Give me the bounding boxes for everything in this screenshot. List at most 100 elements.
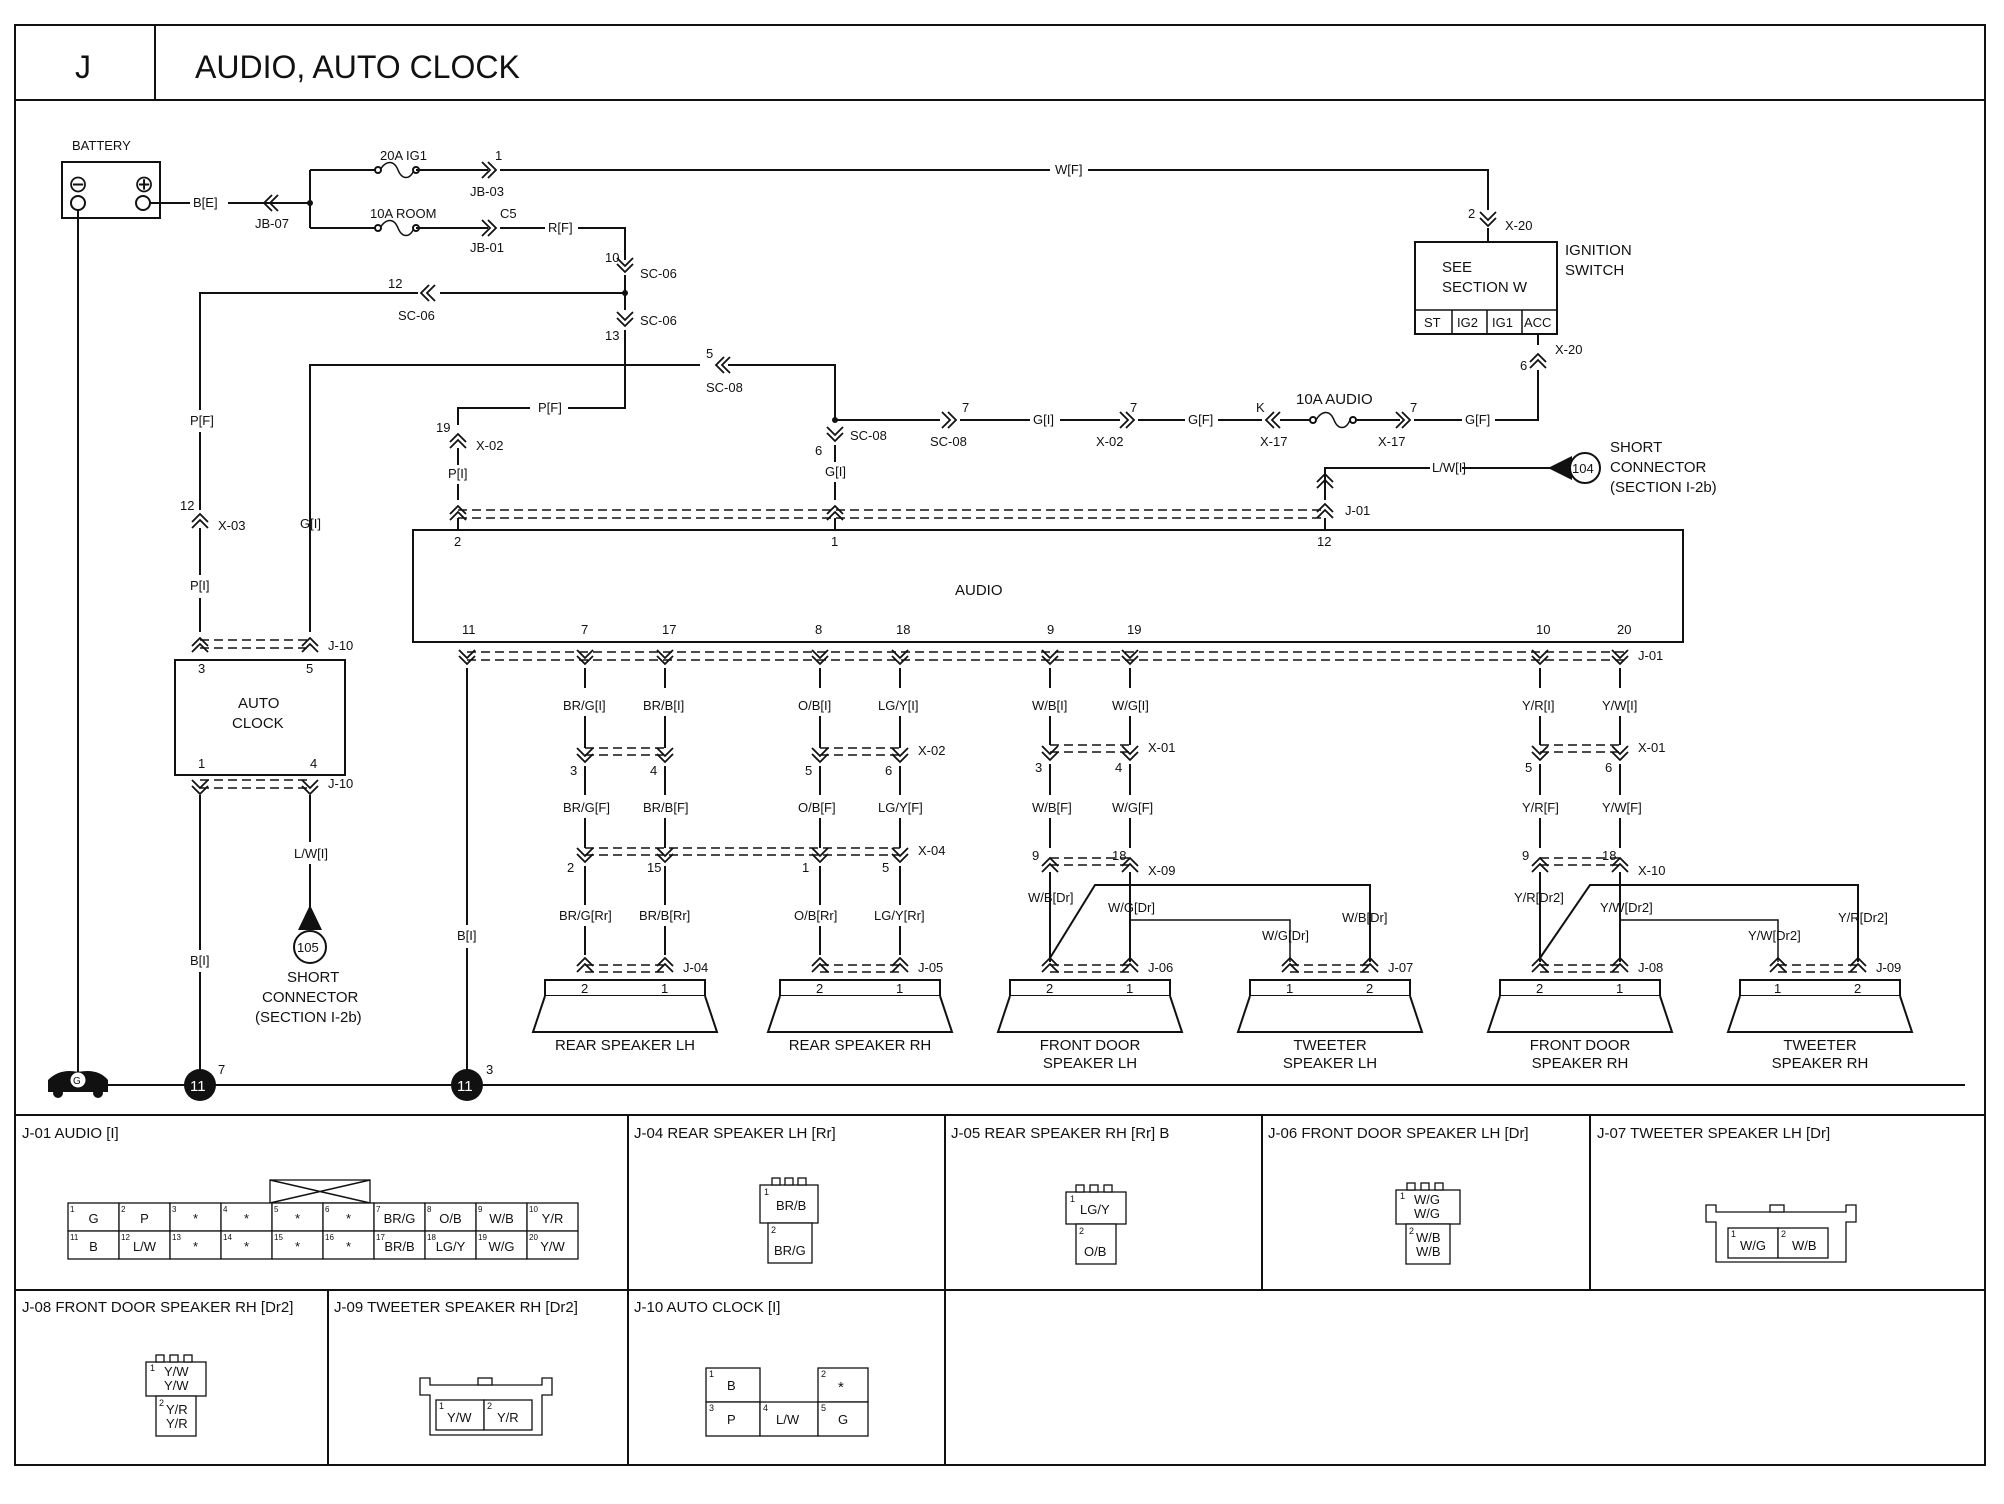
svg-text:2: 2 (1079, 1226, 1084, 1236)
wire-rf: R[F] (548, 220, 573, 235)
svg-text:11: 11 (457, 1078, 473, 1095)
svg-text:20: 20 (1617, 622, 1631, 637)
svg-text:Y/W[Dr2]: Y/W[Dr2] (1748, 928, 1801, 943)
svg-text:4: 4 (1115, 760, 1122, 775)
svg-text:SWITCH: SWITCH (1565, 262, 1624, 279)
svg-text:CONNECTOR: CONNECTOR (262, 989, 359, 1006)
svg-text:16: 16 (325, 1233, 334, 1242)
svg-text:20: 20 (529, 1233, 538, 1242)
svg-text:B: B (727, 1378, 736, 1393)
svg-text:JB-03: JB-03 (470, 184, 504, 199)
svg-text:18: 18 (896, 622, 910, 637)
svg-text:SEE: SEE (1442, 259, 1472, 276)
j09-connector: 1 Y/W 2 Y/R (419, 1377, 553, 1436)
svg-text:1: 1 (1400, 1191, 1405, 1201)
svg-text:L/W: L/W (133, 1239, 157, 1254)
wire-label: LG/Y[Rr] (874, 908, 925, 923)
svg-text:3: 3 (570, 763, 577, 778)
svg-text:105: 105 (297, 940, 319, 955)
svg-text:Y/R: Y/R (166, 1402, 188, 1417)
svg-text:JB-07: JB-07 (255, 216, 289, 231)
j01-pin (475, 1230, 528, 1260)
svg-text:SPEAKER RH: SPEAKER RH (1532, 1055, 1629, 1072)
wire-label: Y/R[I] (1522, 698, 1555, 713)
j10-connector: 1 B 2 * 3 P 4 L/W 5 G (705, 1367, 869, 1437)
j01-pin (526, 1202, 579, 1232)
svg-text:X-01: X-01 (1638, 740, 1665, 755)
j06-title: J-06 FRONT DOOR SPEAKER LH [Dr] (1268, 1125, 1529, 1142)
svg-text:2: 2 (121, 1205, 126, 1214)
svg-text:BR/G: BR/G (384, 1211, 416, 1226)
section-letter: J (75, 49, 91, 85)
svg-text:1: 1 (802, 860, 809, 875)
svg-text:1: 1 (198, 756, 205, 771)
svg-text:4: 4 (763, 1403, 768, 1413)
svg-text:19: 19 (1127, 622, 1141, 637)
j06-connector: 1 W/G W/G 2 W/B W/B (1395, 1182, 1461, 1265)
wire-label: W/G[I] (1112, 698, 1149, 713)
svg-text:SC-06: SC-06 (640, 266, 677, 281)
wire-gf2: G[F] (1465, 412, 1490, 427)
speaker-wiring: BR/G[I]3BR/G[F]2BR/G[Rr]BR/B[I]4BR/B[F]1… (559, 648, 1901, 975)
svg-text:1: 1 (70, 1205, 75, 1214)
svg-text:W/G: W/G (489, 1239, 515, 1254)
svg-text:*: * (295, 1239, 300, 1254)
svg-text:12: 12 (388, 276, 402, 291)
svg-text:ST: ST (1424, 315, 1441, 330)
svg-text:2: 2 (1468, 206, 1475, 221)
svg-text:2: 2 (1366, 981, 1373, 996)
j01-pin (118, 1230, 171, 1260)
svg-text:7: 7 (218, 1062, 225, 1077)
svg-text:2: 2 (454, 534, 461, 549)
svg-text:G: G (73, 1076, 81, 1087)
svg-text:9: 9 (1047, 622, 1054, 637)
svg-text:W/B: W/B (1416, 1244, 1441, 1259)
svg-text:19: 19 (478, 1233, 487, 1242)
svg-text:X-03: X-03 (218, 518, 245, 533)
wire-label: BR/G[Rr] (559, 908, 612, 923)
svg-text:J-06: J-06 (1148, 960, 1173, 975)
svg-text:1: 1 (495, 148, 502, 163)
wire-label: W/G[F] (1112, 800, 1153, 815)
wire-pi-clock: P[I] (190, 578, 210, 593)
j01-pin (271, 1230, 324, 1260)
svg-text:6: 6 (1605, 760, 1612, 775)
wire-label: BR/B[I] (643, 698, 684, 713)
svg-text:ACC: ACC (1524, 315, 1551, 330)
svg-text:X-10: X-10 (1638, 863, 1665, 878)
svg-text:W/B[Dr]: W/B[Dr] (1342, 910, 1388, 925)
fuse-room: 10A ROOM C5 JB-01 (370, 206, 517, 255)
svg-text:10: 10 (529, 1205, 538, 1214)
svg-text:(SECTION I-2b): (SECTION I-2b) (255, 1009, 362, 1026)
svg-text:*: * (346, 1211, 351, 1226)
wire-lwi: L/W[I] (1432, 460, 1466, 475)
short-connector-104: 104 SHORT CONNECTOR (SECTION I-2b) (1548, 439, 1717, 496)
svg-text:J-05: J-05 (918, 960, 943, 975)
svg-text:J-01: J-01 (1638, 648, 1663, 663)
svg-text:X-02: X-02 (476, 438, 503, 453)
svg-text:P: P (727, 1412, 736, 1427)
wire-bi-clock: B[I] (190, 953, 210, 968)
svg-text:X-02: X-02 (1096, 434, 1123, 449)
svg-text:5: 5 (1525, 760, 1532, 775)
svg-text:G: G (88, 1211, 98, 1226)
j04-connector: 1 BR/B 2 BR/G (759, 1177, 819, 1264)
battery-neg-icon: ⊖ (68, 171, 88, 198)
svg-text:2: 2 (771, 1225, 776, 1235)
svg-text:8: 8 (815, 622, 822, 637)
svg-text:Y/W: Y/W (164, 1364, 189, 1379)
svg-text:1: 1 (764, 1187, 769, 1197)
svg-text:*: * (193, 1211, 198, 1226)
svg-text:Y/W: Y/W (164, 1378, 189, 1393)
svg-text:X-20: X-20 (1555, 342, 1582, 357)
svg-text:10: 10 (605, 250, 619, 265)
svg-text:18: 18 (427, 1233, 436, 1242)
j05-title: J-05 REAR SPEAKER RH [Rr] B (951, 1125, 1169, 1142)
speaker-label: TWEETER (1293, 1037, 1366, 1054)
svg-text:11: 11 (190, 1078, 206, 1095)
svg-text:J-04: J-04 (683, 960, 708, 975)
wire-label: BR/B[F] (643, 800, 689, 815)
svg-text:9: 9 (1522, 848, 1529, 863)
svg-text:Y/R: Y/R (497, 1410, 519, 1425)
